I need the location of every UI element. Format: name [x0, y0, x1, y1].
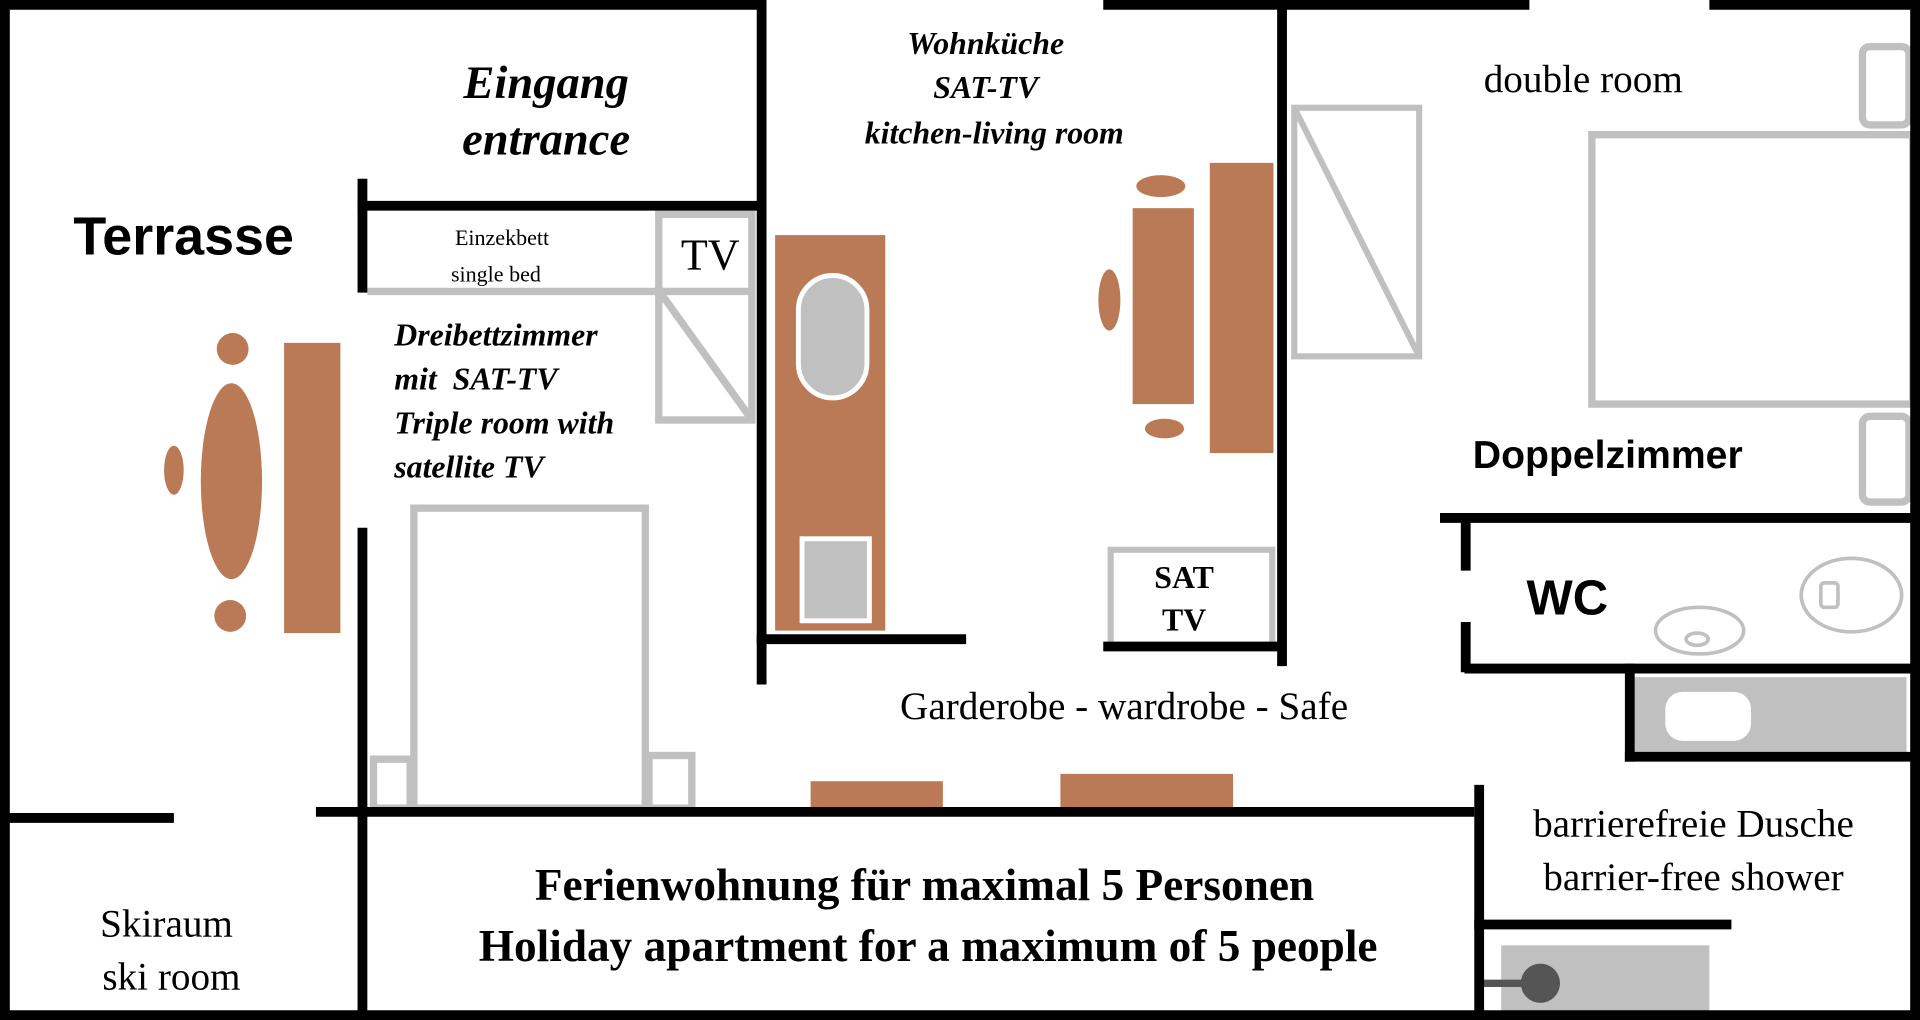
label-kitchen-en: kitchen-living room: [865, 115, 1124, 150]
label-double-de: Doppelzimmer: [1473, 434, 1743, 477]
label-triple-1: Dreibettzimmer: [393, 317, 598, 352]
single-bed-area: [367, 210, 756, 424]
wardrobe-double-room: [1291, 104, 1423, 360]
terrace-table-set: [164, 333, 341, 634]
label-kitchen-tv: SAT-TV: [933, 70, 1041, 105]
sink-icon: [1653, 605, 1746, 656]
label-shower-de: barrierefreie Dusche: [1533, 802, 1854, 845]
label-tv: TV: [681, 230, 740, 279]
label-triple-2: mit SAT-TV: [394, 361, 560, 396]
bath-counter: [1634, 677, 1907, 755]
label-wc: WC: [1527, 572, 1609, 626]
label-double-en: double room: [1484, 58, 1683, 101]
label-single-de: Einzekbett: [455, 225, 549, 250]
label-single-en: single bed: [451, 262, 541, 287]
wardrobe-strip: [1060, 773, 1234, 811]
dining-table-set: [1098, 162, 1274, 454]
label-sat-1: SAT: [1154, 560, 1214, 595]
shower-head-icon: [1520, 963, 1560, 1003]
wardrobe-strip: [810, 781, 943, 811]
label-ski-de: Skiraum: [100, 903, 233, 946]
label-triple-4: satellite TV: [393, 450, 546, 485]
label-terrace: Terrasse: [73, 207, 294, 267]
shower: [1481, 945, 1710, 1014]
label-kitchen-de: Wohnküche: [907, 26, 1064, 61]
toilet-icon: [1799, 556, 1904, 634]
caption-line-1: Ferienwohnung für maximal 5 Personen: [535, 860, 1314, 910]
wc-fixtures: [1653, 556, 1904, 656]
label-wardrobe: Garderobe - wardrobe - Safe: [900, 685, 1348, 728]
kitchen-counter: [775, 235, 886, 631]
label-triple-3: Triple room with: [394, 405, 614, 440]
label-shower-en: barrier-free shower: [1543, 856, 1843, 899]
label-entrance-en: entrance: [462, 114, 630, 165]
label-ski-en: ski room: [102, 955, 240, 998]
label-entrance-de: Eingang: [462, 58, 628, 109]
caption-line-2: Holiday apartment for a maximum of 5 peo…: [479, 921, 1378, 971]
label-sat-2: TV: [1162, 603, 1206, 638]
